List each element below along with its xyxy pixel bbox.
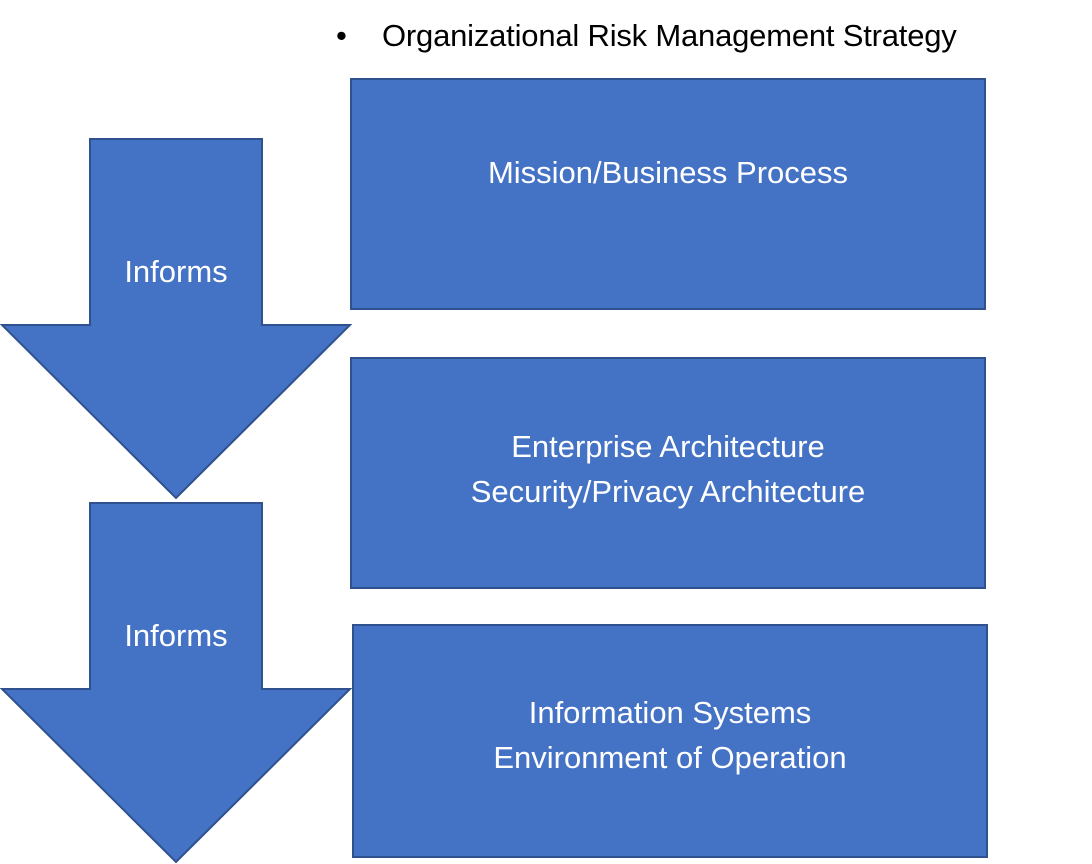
enterprise-architecture-box: Enterprise Architecture Security/Privacy… xyxy=(350,357,986,589)
informs-label-1: Informs xyxy=(124,254,228,289)
arrow-shape xyxy=(0,138,352,500)
strategy-heading-text: Organizational Risk Management Strategy xyxy=(382,18,957,53)
arrow-shape xyxy=(0,502,352,864)
informs-arrow-1 xyxy=(0,138,352,500)
strategy-heading: • Organizational Risk Management Strategy xyxy=(336,18,957,54)
box-text-line: Mission/Business Process xyxy=(487,154,849,190)
box-text-line: Enterprise Architecture xyxy=(511,429,825,464)
box-text-line: Information Systems xyxy=(528,695,812,730)
box-text-line: Security/Privacy Architecture xyxy=(470,474,866,509)
bullet-point: • xyxy=(336,18,347,53)
informs-arrow-2 xyxy=(0,502,352,864)
informs-label-2: Informs xyxy=(124,618,228,653)
information-systems-box: Information Systems Environment of Opera… xyxy=(352,624,988,858)
box-text-line: Environment of Operation xyxy=(493,740,847,775)
mission-business-process-box: Mission/Business Process xyxy=(350,78,986,310)
